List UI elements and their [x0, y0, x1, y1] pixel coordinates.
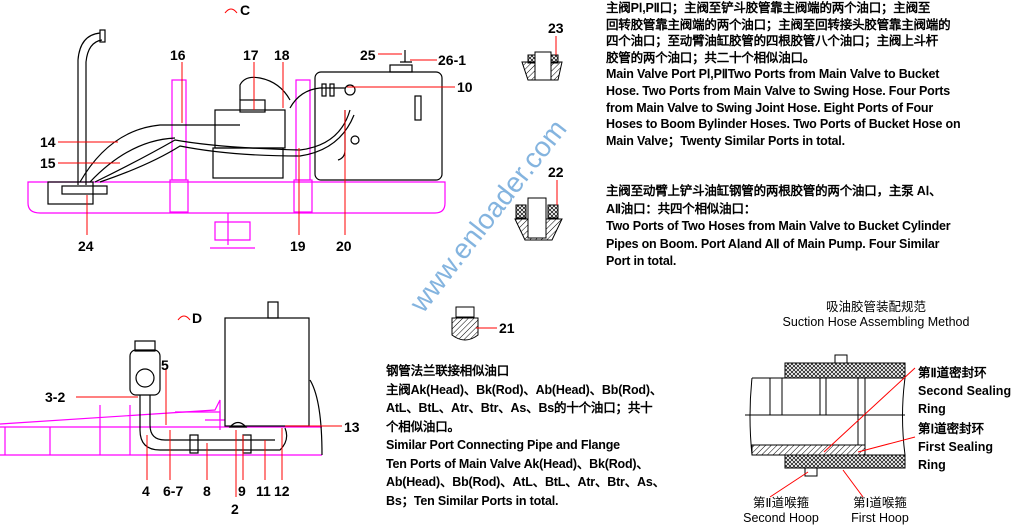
second-ring-en1: Second Sealing: [918, 384, 1012, 398]
detail-22: [514, 180, 563, 241]
label-18: 18: [274, 47, 290, 63]
hydraulic-tank: [314, 71, 443, 181]
note-line: 胶管的两个油口；共二十个相似油口。: [606, 50, 816, 65]
note-line: 主阀Ak(Head)、Bk(Rod)、Ab(Head)、Bb(Rod)、: [386, 382, 663, 397]
view-c-leaders: [58, 53, 455, 235]
view-d-leaders: [76, 368, 342, 497]
note-line: Ab(Head)、Bb(Rod)、AtL、BtL、Atr、Btr、As、: [386, 475, 665, 489]
note-line: 主阀至动臂上铲斗油缸钢管的两根胶管的两个油口，主泵 AⅠ、: [606, 184, 942, 198]
view-d-marker: D: [192, 310, 202, 326]
label-14: 14: [40, 134, 56, 150]
view-d-arrow-icon: [177, 315, 191, 321]
second-ring-cn: 第Ⅱ道密封环: [918, 366, 987, 380]
label-5: 5: [161, 357, 169, 373]
note-line: Port in total.: [606, 254, 677, 268]
left-post: [171, 79, 187, 181]
label-10: 10: [457, 79, 473, 95]
note-line: Pipes on Boom. Port AⅠand AⅡ of Main Pum…: [606, 236, 940, 251]
label-4: 4: [142, 483, 150, 499]
first-ring-cn: 第Ⅰ道密封环: [918, 422, 985, 436]
label-26-1: 26-1: [438, 52, 466, 68]
note-line: AⅡ油口：共四个相似油口：: [606, 201, 757, 216]
note-flange: 钢管法兰联接相似油口 主阀Ak(Head)、Bk(Rod)、Ab(Head)、B…: [386, 362, 665, 510]
suction-hose-section: [745, 354, 906, 477]
label-19: 19: [290, 238, 306, 254]
detail-21: [451, 306, 497, 341]
label-9: 9: [238, 483, 246, 499]
first-ring-en1: First Sealing: [918, 440, 994, 454]
note-line: Bs；Ten Similar Ports in total.: [386, 493, 559, 508]
note-line: from Main Valve to Swing Joint Hose. Eig…: [606, 100, 934, 115]
second-hoop-en: Second Hoop: [743, 511, 819, 525]
detail-23-label: 23: [548, 20, 564, 36]
suction-title-en: Suction Hose Assembling Method: [782, 315, 970, 329]
frame-base: [27, 181, 446, 214]
pump-box: [47, 181, 94, 205]
label-16: 16: [170, 47, 186, 63]
pump-d: [129, 349, 161, 396]
note-line: Similar Port Connecting Pipe and Flange: [386, 438, 620, 452]
second-hoop-cn: 第Ⅱ道喉箍: [752, 496, 810, 510]
label-20: 20: [336, 238, 352, 254]
note-line: Main Valve；Twenty Similar Ports in total…: [606, 133, 845, 148]
label-17: 17: [243, 47, 259, 63]
note-line: Hose. Two Ports from Main Valve to Swing…: [606, 83, 950, 98]
hose-19: [289, 87, 345, 109]
right-post: [295, 79, 311, 181]
label-8: 8: [203, 483, 211, 499]
hose-15: [94, 109, 351, 183]
suction-riser: [77, 32, 103, 185]
main-valve: [214, 109, 286, 149]
view-c-drawing: [27, 29, 446, 249]
suction-title-cn: 吸油胶管装配规范: [825, 300, 926, 314]
note-line: 四个油口；至动臂油缸胶管的四根胶管八个油口；主阀上斗杆: [606, 34, 939, 49]
first-hoop-cn: 第Ⅰ道喉箍: [853, 496, 907, 510]
first-sealing-ring-label: 第Ⅰ道密封环 First Sealing Ring: [918, 420, 993, 474]
view-c-marker: C: [240, 2, 250, 18]
detail-22-label: 22: [548, 164, 564, 180]
note-line: 个相似油口。: [386, 419, 460, 434]
note-line: AtL、BtL、Atr、Btr、As、Bs的十个油口；共十: [386, 401, 653, 415]
note-line: Hoses to Boom Bylinder Hoses. Two Ports …: [606, 117, 961, 132]
label-2: 2: [231, 501, 239, 517]
label-12: 12: [274, 483, 290, 499]
note-line: 回转胶管靠主阀端的两个油口；主阀至回转接头胶管靠主阀端的: [606, 17, 951, 32]
second-ring-en2: Ring: [918, 402, 946, 416]
view-d-drawing: [0, 301, 323, 456]
label-6-7: 6-7: [163, 483, 183, 499]
label-25: 25: [360, 47, 376, 63]
detail-21-label: 21: [499, 320, 515, 336]
first-ring-en2: Ring: [918, 458, 946, 472]
note-bucket-cylinder: 主阀至动臂上铲斗油缸钢管的两根胶管的两个油口，主泵 AⅠ、 AⅡ油口：共四个相似…: [606, 183, 951, 271]
suction-leaders: [769, 367, 916, 498]
tank-d: [224, 317, 310, 427]
note-main-valve: 主阀PⅠ,PⅡ口；主阀至铲斗胶管靠主阀端的两个油口；主阀至 回转胶管靠主阀端的两…: [606, 0, 961, 149]
view-c-arrow-icon: [224, 8, 238, 14]
first-hoop-label: 第Ⅰ道喉箍 First Hoop: [840, 496, 920, 526]
suction-elbow: [139, 395, 288, 451]
label-15: 15: [40, 155, 56, 171]
suction-title: 吸油胶管装配规范 Suction Hose Assembling Method: [765, 300, 987, 330]
first-hoop-en: First Hoop: [851, 511, 909, 525]
hose-14: [79, 124, 240, 183]
second-hoop-label: 第Ⅱ道喉箍 Second Hoop: [736, 496, 826, 526]
label-13: 13: [344, 419, 360, 435]
note-line: 钢管法兰联接相似油口: [386, 364, 510, 378]
control-valve: [210, 213, 255, 249]
note-line: Two Ports of Two Hoses from Main Valve t…: [606, 219, 951, 233]
note-line: Main Valve Port PⅠ,PⅡTwo Ports from Main…: [606, 67, 940, 82]
note-line: Ten Ports of Main Valve Ak(Head)、Bk(Rod)…: [386, 456, 649, 471]
second-sealing-ring-label: 第Ⅱ道密封环 Second Sealing Ring: [918, 364, 1011, 418]
label-11: 11: [256, 483, 271, 499]
frame-d: [0, 399, 322, 456]
label-24: 24: [78, 238, 94, 254]
label-3-2: 3-2: [45, 389, 65, 405]
detail-23: [521, 36, 563, 81]
note-line: 主阀PⅠ,PⅡ口；主阀至铲斗胶管靠主阀端的两个油口；主阀至: [606, 1, 931, 15]
